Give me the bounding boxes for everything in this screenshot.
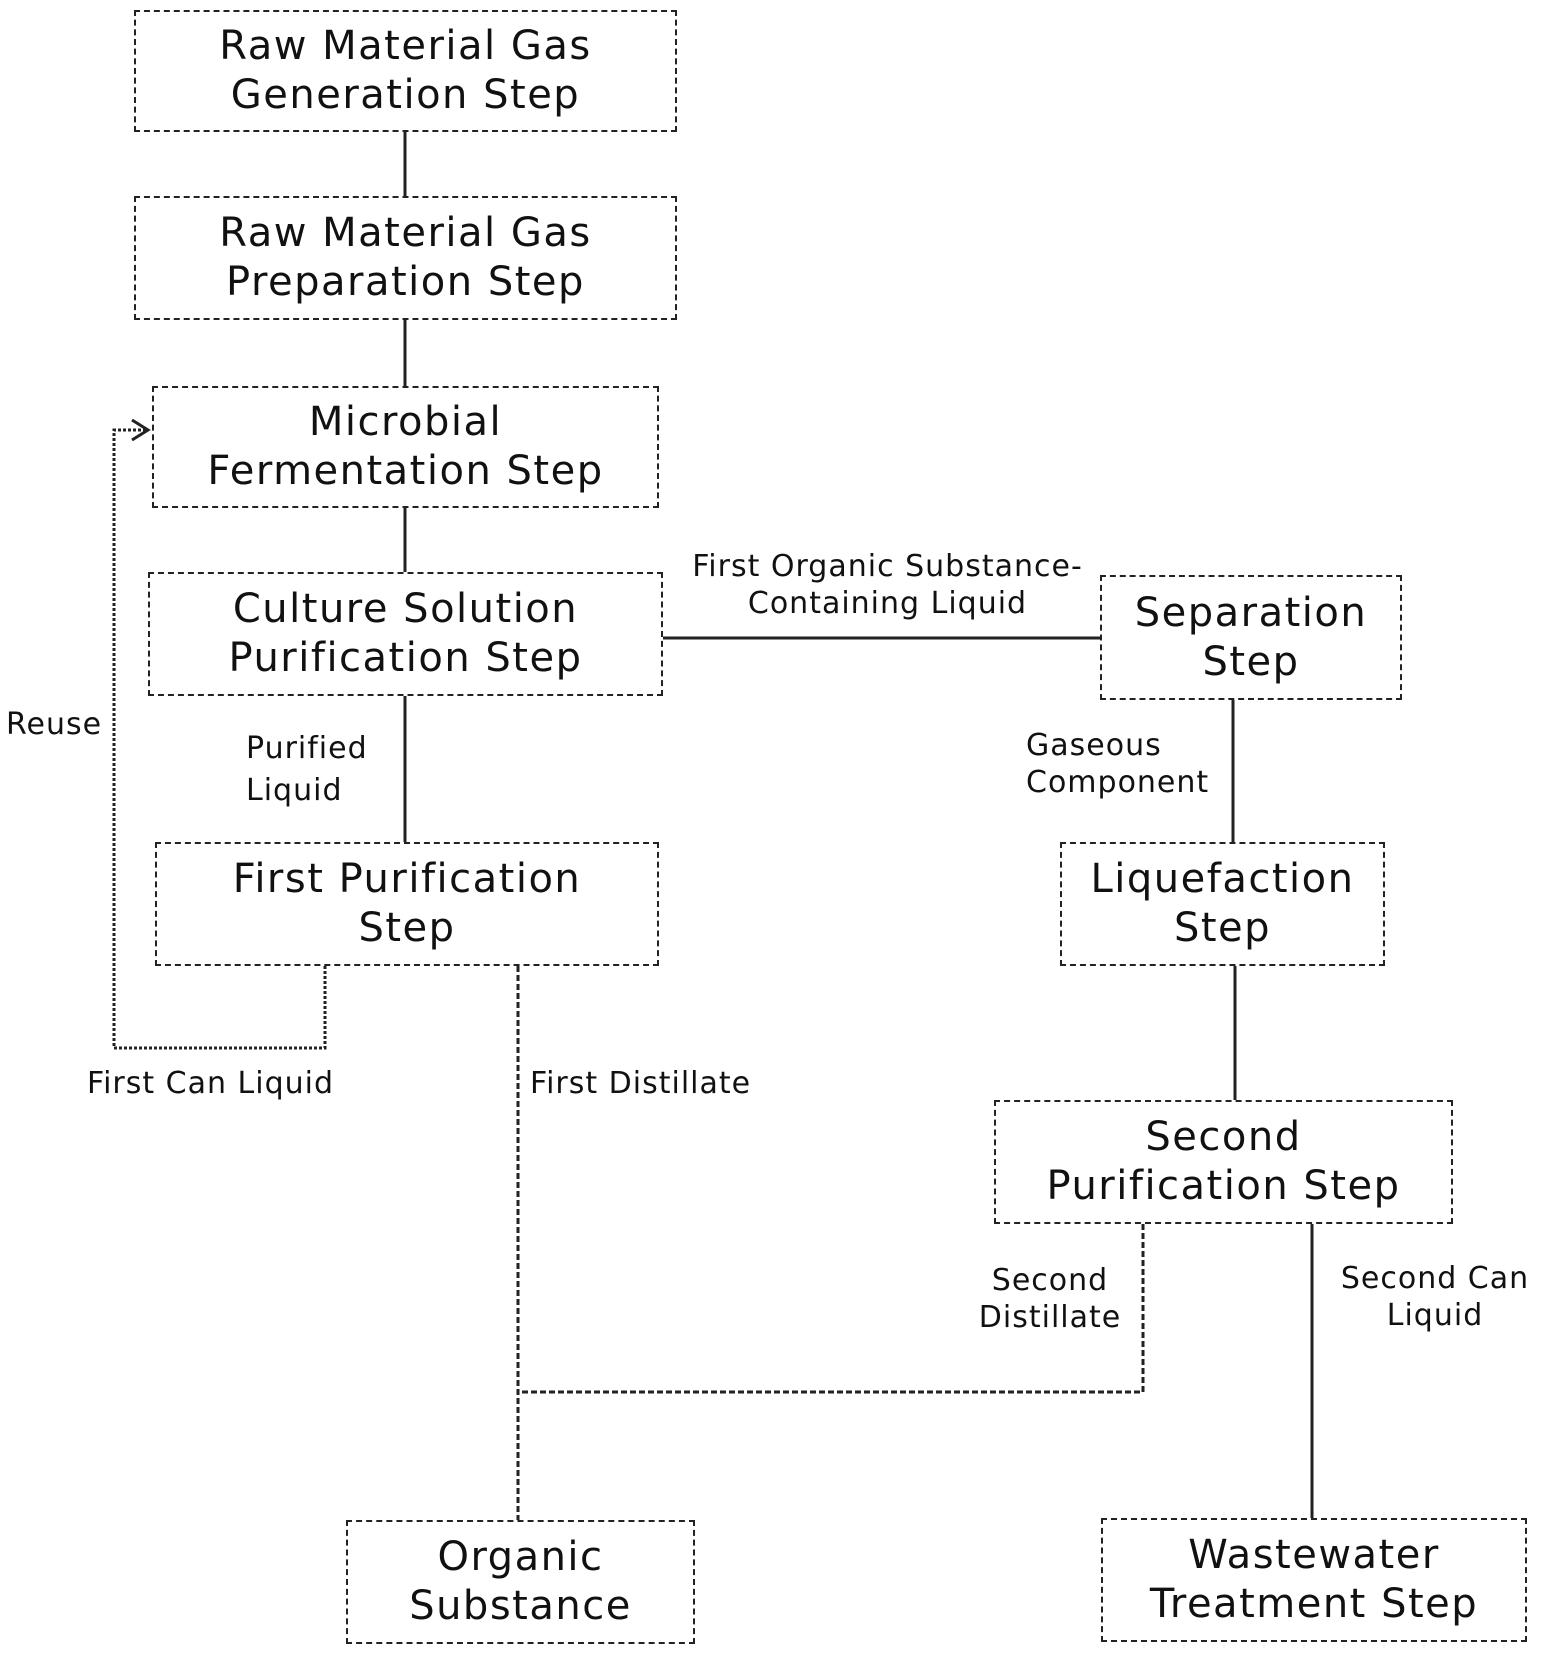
label-purified-liquid: Purified Liquid — [246, 728, 368, 812]
second-purification-step: Second Purification Step — [994, 1100, 1453, 1224]
label-second-distillate: Second Distillate — [975, 1262, 1125, 1336]
raw-material-gas-generation-step: Raw Material Gas Generation Step — [134, 10, 677, 132]
first-purification-step: First Purification Step — [155, 842, 659, 966]
organic-substance: Organic Substance — [346, 1520, 695, 1644]
microbial-fermentation-step: Microbial Fermentation Step — [152, 386, 659, 508]
raw-material-gas-preparation-step: Raw Material Gas Preparation Step — [134, 196, 677, 320]
label-first-can-liquid: First Can Liquid — [87, 1065, 334, 1102]
label-reuse: Reuse — [6, 706, 102, 743]
wastewater-treatment-step: Wastewater Treatment Step — [1101, 1518, 1527, 1642]
label-first-distillate: First Distillate — [530, 1065, 751, 1102]
liquefaction-step: Liquefaction Step — [1060, 842, 1385, 966]
label-gaseous-component: Gaseous Component — [1026, 727, 1209, 801]
separation-step: Separation Step — [1100, 575, 1402, 700]
culture-solution-purification-step: Culture Solution Purification Step — [148, 572, 663, 696]
label-second-can-liquid: Second Can Liquid — [1330, 1260, 1540, 1334]
label-first-organic-substance-containing-liquid: First Organic Substance- Containing Liqu… — [665, 548, 1110, 622]
